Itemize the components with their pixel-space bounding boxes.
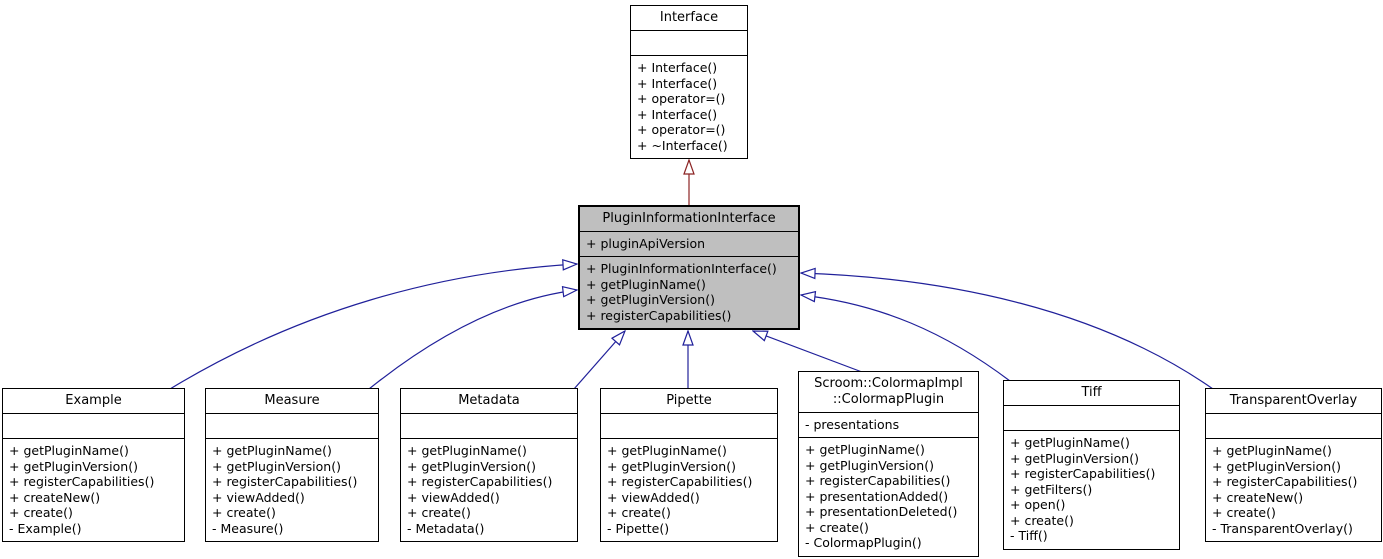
member: + registerCapabilities() — [586, 307, 732, 323]
member: + create() — [407, 505, 471, 520]
class-title: Metadata — [401, 389, 577, 414]
class-methods: + getPluginName()+ getPluginVersion()+ r… — [206, 439, 378, 541]
class-metadata[interactable]: Metadata + getPluginName()+ getPluginVer… — [400, 388, 578, 542]
member: - Metadata() — [407, 520, 485, 536]
class-scroom-colormapimpl-colormapplugin[interactable]: Scroom::ColormapImpl ::ColormapPlugin - … — [798, 371, 979, 557]
class-attributes — [3, 414, 184, 439]
member: + operator=() — [637, 122, 726, 137]
member: + Interface() — [637, 106, 718, 122]
member: + registerCapabilities() — [1010, 466, 1156, 481]
class-plugininformationinterface[interactable]: PluginInformationInterface + pluginApiVe… — [578, 205, 800, 330]
member: + registerCapabilities() — [1212, 474, 1358, 489]
member: + pluginApiVersion — [586, 236, 706, 251]
class-methods: + getPluginName()+ getPluginVersion()+ r… — [799, 438, 978, 556]
member: + getPluginName() — [407, 443, 527, 458]
member: + getPluginName() — [212, 443, 332, 458]
class-title: PluginInformationInterface — [580, 207, 798, 232]
member: + getPluginVersion() — [607, 458, 736, 474]
class-methods: + getPluginName()+ getPluginVersion()+ r… — [1004, 431, 1179, 549]
member: + viewAdded() — [212, 489, 305, 505]
member: + getPluginName() — [805, 442, 925, 457]
member: + getPluginName() — [9, 443, 129, 458]
class-transparentoverlay[interactable]: TransparentOverlay + getPluginName()+ ge… — [1205, 388, 1382, 542]
member: + getPluginName() — [607, 443, 727, 458]
class-methods: + getPluginName()+ getPluginVersion()+ r… — [601, 439, 777, 541]
member: - Measure() — [212, 520, 284, 536]
edge-metadata-to-plugininformationinterface — [573, 331, 625, 390]
member: + createNew() — [1212, 489, 1304, 505]
class-methods: + PluginInformationInterface()+ getPlugi… — [580, 257, 798, 328]
class-example[interactable]: Example + getPluginName()+ getPluginVers… — [2, 388, 185, 542]
member: + getPluginName() — [586, 276, 706, 292]
member: + getPluginVersion() — [212, 458, 341, 474]
class-title: Scroom::ColormapImpl ::ColormapPlugin — [799, 372, 978, 413]
class-attributes — [206, 414, 378, 439]
member: + registerCapabilities() — [9, 474, 155, 489]
member: + create() — [805, 519, 869, 535]
class-methods: + getPluginName()+ getPluginVersion()+ r… — [401, 439, 577, 541]
member: + getPluginVersion() — [586, 292, 715, 307]
class-measure[interactable]: Measure + getPluginName()+ getPluginVers… — [205, 388, 379, 542]
class-attributes — [631, 31, 747, 56]
edge-tiff-to-plugininformationinterface — [801, 295, 1011, 382]
member: + open() — [1010, 497, 1066, 512]
member: + Interface() — [637, 60, 718, 75]
edge-example-to-plugininformationinterface — [169, 264, 577, 390]
class-methods: + getPluginName()+ getPluginVersion()+ r… — [3, 439, 184, 541]
member: - presentations — [805, 417, 900, 432]
class-tiff[interactable]: Tiff + getPluginName()+ getPluginVersion… — [1003, 380, 1180, 550]
member: + create() — [607, 505, 671, 520]
class-attributes — [401, 414, 577, 439]
member: - Tiff() — [1010, 528, 1048, 543]
member: + getPluginVersion() — [805, 457, 934, 473]
edge-colormapplugin-to-plugininformationinterface — [753, 331, 863, 373]
member: + registerCapabilities() — [607, 474, 753, 489]
member: + PluginInformationInterface() — [586, 261, 777, 276]
class-attributes — [601, 414, 777, 439]
member: - ColormapPlugin() — [805, 535, 922, 550]
member: + getFilters() — [1010, 481, 1093, 497]
member: + presentationAdded() — [805, 488, 949, 504]
member: + registerCapabilities() — [407, 474, 553, 489]
member: + presentationDeleted() — [805, 504, 958, 519]
member: + createNew() — [9, 489, 101, 505]
member: + create() — [9, 505, 73, 520]
member: + getPluginName() — [1010, 435, 1130, 450]
member: + getPluginVersion() — [1010, 450, 1139, 466]
class-methods: + Interface()+ Interface()+ operator=()+… — [631, 56, 747, 158]
member: - TransparentOverlay() — [1212, 520, 1353, 536]
member: + ~Interface() — [637, 137, 728, 153]
member: + registerCapabilities() — [805, 473, 951, 488]
class-attributes: - presentations — [799, 413, 978, 438]
class-title: Pipette — [601, 389, 777, 414]
class-title: Interface — [631, 6, 747, 31]
member: - Pipette() — [607, 520, 670, 536]
class-attributes — [1004, 406, 1179, 431]
edge-measure-to-plugininformationinterface — [368, 290, 577, 390]
class-methods: + getPluginName()+ getPluginVersion()+ r… — [1206, 439, 1381, 541]
class-title: Tiff — [1004, 381, 1179, 406]
member: + operator=() — [637, 91, 726, 106]
member: + getPluginName() — [1212, 443, 1332, 458]
member: + create() — [1010, 512, 1074, 528]
class-title: Measure — [206, 389, 378, 414]
member: + registerCapabilities() — [212, 474, 358, 489]
class-attributes — [1206, 414, 1381, 439]
member: + create() — [1212, 505, 1276, 520]
member: + getPluginVersion() — [9, 458, 138, 474]
member: + viewAdded() — [607, 489, 700, 505]
class-pipette[interactable]: Pipette + getPluginName()+ getPluginVers… — [600, 388, 778, 542]
member: + getPluginVersion() — [1212, 458, 1341, 474]
member: + getPluginVersion() — [407, 458, 536, 474]
class-interface[interactable]: Interface + Interface()+ Interface()+ op… — [630, 5, 748, 159]
member: - Example() — [9, 520, 82, 536]
member: + viewAdded() — [407, 489, 500, 505]
class-attributes: + pluginApiVersion — [580, 232, 798, 257]
member: + Interface() — [637, 75, 718, 91]
member: + create() — [212, 505, 276, 520]
class-title: TransparentOverlay — [1206, 389, 1381, 414]
class-title: Example — [3, 389, 184, 414]
